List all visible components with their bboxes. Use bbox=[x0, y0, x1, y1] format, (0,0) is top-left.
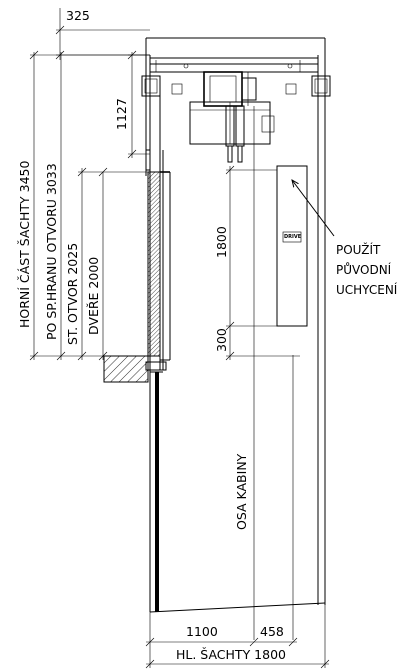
dim-shaft-depth: HL. ŠACHTY 1800 bbox=[176, 647, 286, 662]
car-cabin bbox=[103, 96, 171, 612]
dim-width-left: 1100 bbox=[186, 624, 218, 639]
machine-frame bbox=[141, 57, 331, 163]
dim-panel-height: 1800 bbox=[214, 226, 229, 258]
dim-door-height: DVEŘE 2000 bbox=[86, 257, 101, 335]
annotation-line-2: PŮVODNÍ bbox=[336, 262, 392, 277]
panel-label: DRIVE bbox=[284, 234, 302, 240]
panel-dimensions bbox=[225, 165, 300, 361]
dim-width-right: 458 bbox=[260, 624, 284, 639]
dim-top-overrun: 325 bbox=[66, 8, 90, 23]
annotation-line-3: UCHYCENÍ bbox=[336, 282, 398, 297]
dim-machine-height: 1127 bbox=[114, 98, 129, 130]
dim-to-opening-edge: PO SP.HRANU OTVORU 3033 bbox=[44, 163, 59, 340]
control-panel bbox=[276, 165, 308, 327]
car-axis-label: OSA KABINY bbox=[234, 453, 249, 530]
car-axis-lines bbox=[253, 106, 294, 640]
annotation-leader-arrow bbox=[292, 180, 335, 237]
dim-panel-offset: 300 bbox=[214, 328, 229, 352]
dim-door-opening: ST. OTVOR 2025 bbox=[65, 243, 80, 345]
horizontal-dimensions bbox=[145, 603, 330, 669]
dim-shaft-head-height: HORNÍ ČÁST ŠACHTY 3450 bbox=[17, 161, 32, 328]
annotation-line-1: POUŽÍT bbox=[336, 242, 381, 257]
